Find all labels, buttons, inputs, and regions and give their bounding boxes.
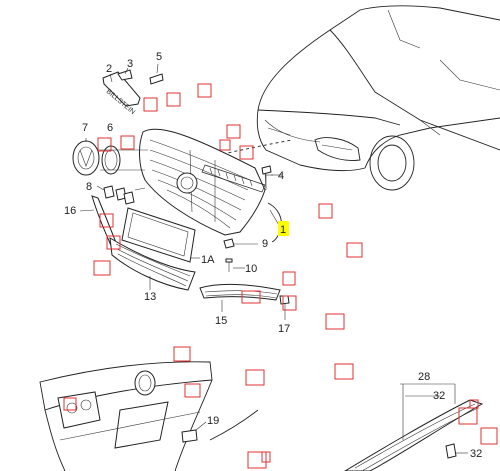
clip-17 (279, 295, 290, 320)
callout-32-bottom: 32 (470, 448, 482, 460)
clip-parts (96, 185, 135, 205)
callout-28: 28 (418, 371, 430, 383)
red-marker (97, 137, 112, 152)
callout-9: 9 (262, 238, 268, 250)
red-marker (143, 97, 158, 112)
red-marker (197, 83, 212, 98)
red-marker (318, 203, 333, 219)
callout-4: 4 (278, 170, 284, 182)
rear-bumper-illustration (39, 361, 259, 471)
side-sill (344, 383, 484, 471)
callout-8: 8 (86, 181, 92, 193)
red-markers (63, 83, 498, 469)
callout-16: 16 (64, 205, 76, 217)
red-marker (282, 295, 297, 311)
callout-2: 2 (106, 63, 112, 75)
callout-10: 10 (245, 263, 257, 275)
red-marker (247, 451, 267, 469)
red-marker (241, 290, 261, 304)
callout-1: 1 (280, 224, 286, 236)
lower-grille-13 (109, 237, 196, 291)
red-marker (261, 451, 271, 463)
red-marker (245, 369, 265, 386)
red-marker (226, 124, 241, 139)
fasteners-9-10 (223, 238, 245, 272)
red-marker (334, 363, 354, 380)
plate-holder (121, 207, 200, 263)
screw-4 (261, 165, 282, 188)
emblem-parts (72, 138, 121, 176)
callout-13: 13 (144, 291, 156, 303)
side-grille-15 (199, 283, 281, 312)
callout-1-highlight (278, 221, 289, 236)
red-marker (184, 383, 201, 398)
callout-17: 17 (278, 323, 290, 335)
callout-32-top: 32 (433, 390, 445, 402)
callout-6: 6 (107, 122, 113, 134)
bracket-assembly: BILLSTEIN (102, 63, 164, 116)
red-marker (106, 235, 121, 250)
red-marker (173, 346, 191, 362)
red-marker (480, 427, 498, 445)
callout-1a: 1A (201, 254, 215, 266)
red-marker (469, 399, 479, 409)
callout-5: 5 (156, 51, 162, 63)
red-marker (239, 145, 254, 160)
callout-3: 3 (127, 58, 133, 70)
red-marker (282, 271, 296, 286)
radiator-grille (139, 128, 282, 245)
red-marker (219, 139, 231, 151)
red-marker (325, 313, 345, 330)
red-marker (99, 213, 114, 228)
callout-15: 15 (215, 315, 227, 327)
car-front-illustration (204, 5, 500, 191)
red-marker (458, 407, 478, 425)
red-marker (346, 242, 363, 258)
red-marker (120, 135, 135, 150)
red-marker (166, 92, 181, 107)
callout-7: 7 (82, 122, 88, 134)
callout-labels: 1 1A 2 3 4 5 6 7 8 9 10 13 15 16 17 19 2… (64, 51, 482, 460)
callout-19: 19 (207, 415, 219, 427)
red-marker (93, 260, 111, 276)
red-marker (63, 397, 77, 411)
